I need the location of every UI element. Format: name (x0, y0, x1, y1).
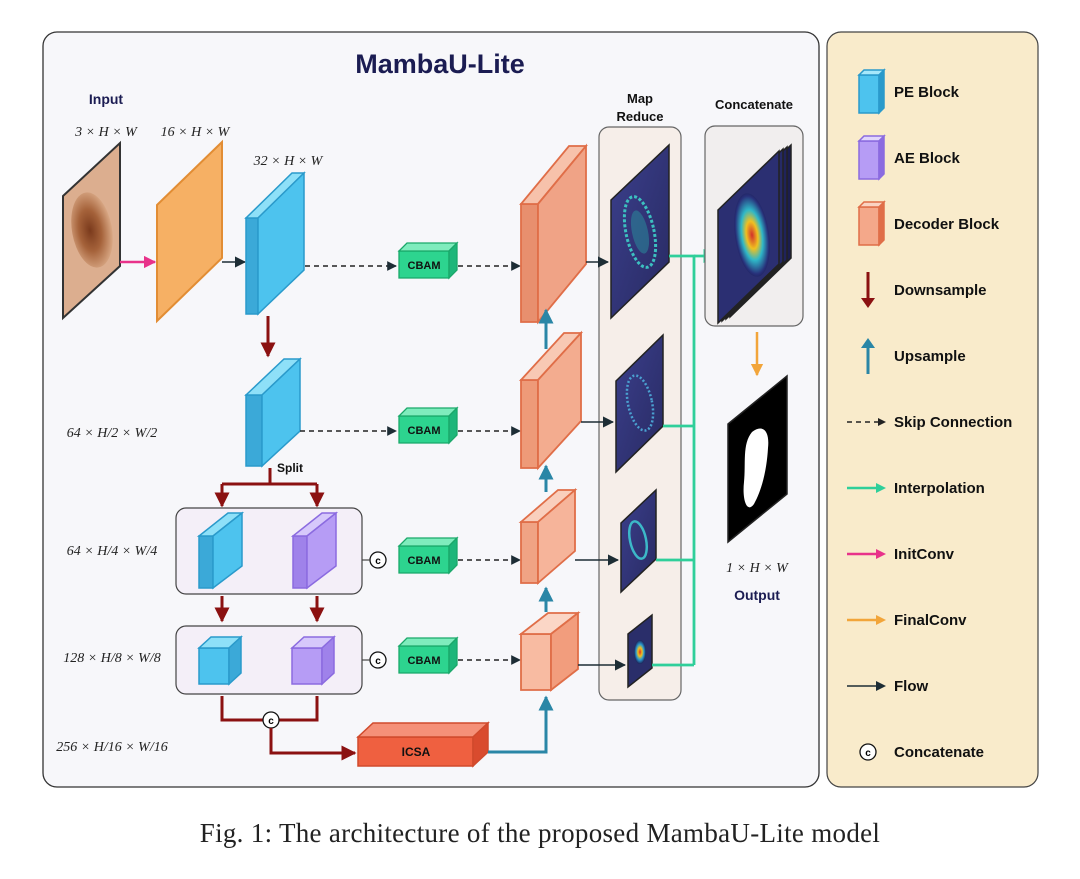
diagram-title: MambaU-Lite (355, 49, 525, 79)
concatenate-icon: c (859, 743, 877, 761)
pe-block (196, 511, 245, 590)
cbam-label: CBAM (408, 655, 441, 667)
interpolation-arrow-icon (847, 483, 886, 493)
legend-item: Decoder Block (857, 200, 1000, 247)
downsample-arrow (269, 728, 357, 761)
cbam-label: CBAM (408, 555, 441, 567)
feature-map (627, 613, 653, 689)
cbam-label: CBAM (408, 260, 441, 272)
initconv-arrow-icon (847, 549, 886, 559)
concatenate-icon: c (369, 651, 387, 669)
legend-item: Downsample (861, 272, 987, 308)
svg-text:c: c (375, 556, 381, 567)
input-label: Input (89, 91, 124, 107)
cbam-block (397, 536, 459, 575)
svg-text:c: c (375, 656, 381, 667)
legend-label: Interpolation (894, 480, 985, 497)
ae-block (290, 635, 336, 686)
legend-label: InitConv (894, 546, 955, 563)
legend-label: FinalConv (894, 612, 967, 629)
concatenated-maps (717, 143, 792, 325)
decoder-block (519, 143, 588, 325)
legend-item: Skip Connection (847, 414, 1012, 431)
concatenate-header: Concatenate (715, 97, 793, 112)
flow-arrow-icon (847, 681, 886, 691)
level1-dim-label: 64 × H/2 × W/2 (67, 426, 157, 441)
pe-block-icon (857, 68, 886, 115)
split-label: Split (277, 461, 303, 475)
figure-caption: Fig. 1: The architecture of the proposed… (199, 818, 881, 848)
legend-item: PE Block (857, 68, 960, 115)
map-reduce-label: Reduce (617, 109, 664, 124)
concatenate-icon: c (369, 551, 387, 569)
legend-label: Concatenate (894, 744, 984, 761)
upsample-arrow (488, 695, 554, 754)
level4-dim-label: 256 × H/16 × W/16 (56, 740, 167, 755)
legend-label: AE Block (894, 150, 961, 167)
decoder-block-icon (857, 200, 886, 247)
svg-text:c: c (268, 716, 274, 727)
cbam-label: CBAM (408, 425, 441, 437)
legend-label: Upsample (894, 348, 966, 365)
output-label: Output (734, 587, 780, 603)
init-dim-label: 16 × H × W (161, 125, 231, 140)
pe1-dim-label: 32 × H × W (253, 154, 324, 169)
level3-dim-label: 128 × H/8 × W/8 (63, 651, 160, 666)
pe-block (244, 357, 302, 468)
skip-connection-icon (847, 418, 886, 426)
feature-map (610, 143, 670, 320)
input-image (62, 140, 121, 321)
decoder-block (518, 611, 581, 692)
level2-dim-label: 64 × H/4 × W/4 (67, 544, 157, 559)
cbam-block (397, 241, 459, 280)
upsample-arrow-icon (861, 338, 875, 374)
pe-block (244, 171, 306, 316)
legend-label: Flow (894, 678, 928, 695)
legend-item: Flow (847, 678, 928, 695)
input-dim-label: 3 × H × W (74, 125, 138, 140)
map-reduce-label: Map (627, 91, 653, 106)
legend-label: Decoder Block (894, 216, 1000, 233)
svg-text:c: c (865, 748, 871, 759)
concatenate-icon: c (262, 711, 280, 729)
legend-item: InitConv (847, 546, 955, 563)
finalconv-arrow-icon (847, 615, 886, 625)
cbam-block (397, 636, 459, 675)
split-lines (220, 468, 319, 505)
pe-block (197, 635, 243, 686)
legend-item: FinalConv (847, 612, 967, 629)
icsa-label: ICSA (402, 745, 431, 759)
decoder-block (518, 330, 584, 471)
icsa-block (356, 721, 490, 768)
ae-block-icon (857, 134, 886, 181)
initconv-block (156, 139, 223, 324)
output-dim-label: 1 × H × W (726, 561, 789, 576)
legend-label: Downsample (894, 282, 987, 299)
output-mask (727, 374, 788, 544)
legend-item: c Concatenate (859, 743, 984, 761)
merge-lines (220, 696, 319, 722)
cbam-block (397, 406, 459, 445)
legend-label: Skip Connection (894, 414, 1012, 431)
ae-block (290, 511, 339, 590)
legend-item: Upsample (861, 338, 966, 374)
decoder-block (518, 488, 578, 585)
legend-label: PE Block (894, 84, 960, 101)
legend-item: AE Block (857, 134, 961, 181)
legend-item: Interpolation (847, 480, 985, 497)
downsample-arrow-icon (861, 272, 875, 308)
